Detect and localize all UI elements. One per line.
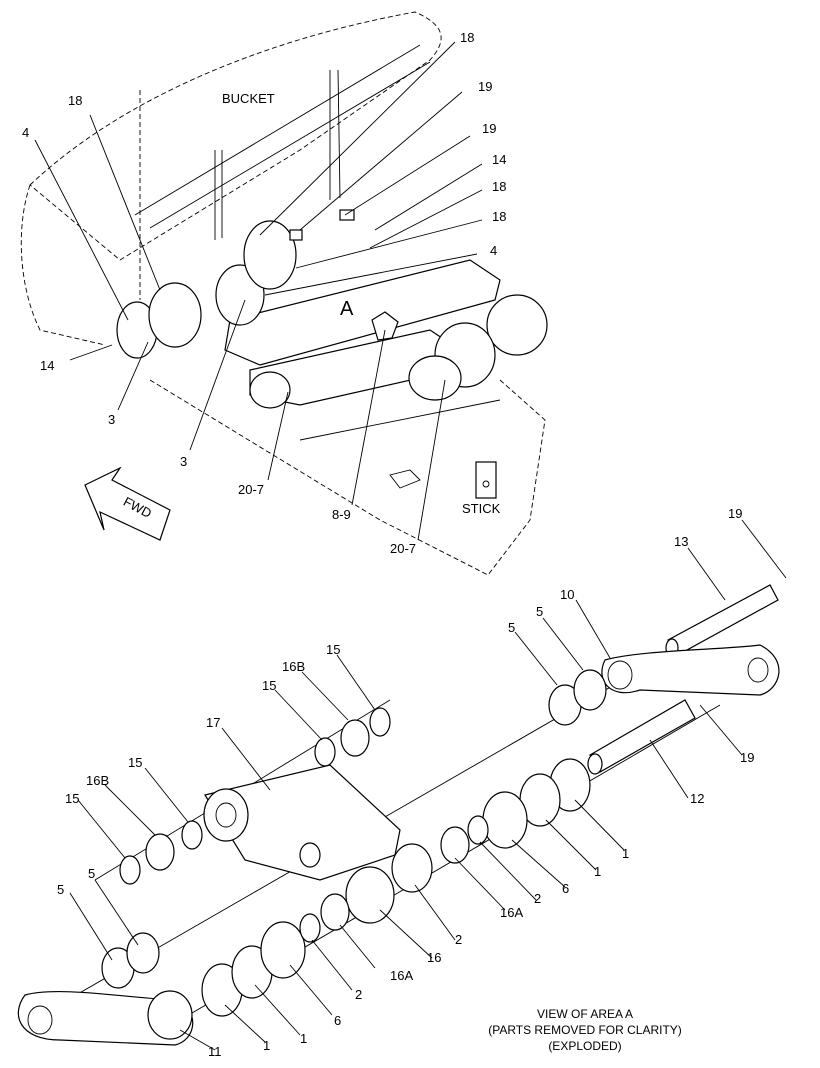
callout-5-d: 5 [57, 882, 64, 897]
callout-3-b: 3 [180, 454, 187, 469]
lower-labels: 19 13 10 5 5 15 16B 15 17 15 16B 15 19 1… [57, 506, 754, 1059]
fitting-b [339, 209, 355, 221]
caption-line-2: (PARTS REMOVED FOR CLARITY) [488, 1023, 682, 1037]
ring-2-c [299, 913, 321, 943]
caption-line-1: VIEW OF AREA A [537, 1007, 633, 1021]
fitting-c [289, 229, 303, 241]
link-17 [204, 764, 401, 881]
callout-4-b: 4 [22, 125, 29, 140]
callout-15-d: 15 [65, 791, 79, 806]
bucket-label: BUCKET [222, 91, 275, 106]
bushing-16 [345, 866, 395, 924]
lower-leaders [69, 519, 787, 1051]
area-label: A [340, 298, 354, 320]
callout-19-b: 19 [482, 121, 496, 136]
upper-leaders [34, 41, 483, 541]
upper-labels: BUCKET STICK A 18 18 19 19 14 18 18 4 4 … [22, 30, 506, 556]
callout-5-c: 5 [88, 866, 95, 881]
pin-end-left [249, 371, 291, 409]
callout-15-b: 15 [262, 678, 276, 693]
callout-1-a: 1 [622, 846, 629, 861]
callout-8-9: 8-9 [332, 507, 351, 522]
exploded-parts [17, 584, 780, 1046]
callout-18-d: 18 [492, 209, 506, 224]
stick-label: STICK [462, 501, 501, 516]
callout-5-a: 5 [536, 604, 543, 619]
ring-15-c [181, 820, 203, 850]
callout-2-c: 2 [355, 987, 362, 1002]
plate-6-b [260, 921, 306, 979]
seal-left [148, 282, 202, 348]
roller-right [486, 294, 548, 356]
ring-2-b [391, 843, 433, 893]
seal-mid [243, 220, 297, 290]
callout-18-b: 18 [68, 93, 82, 108]
bushing-16A-b [320, 893, 350, 931]
callout-20-7-b: 20-7 [390, 541, 416, 556]
callout-13: 13 [674, 534, 688, 549]
fitting-a [371, 311, 399, 341]
callout-18-c: 18 [492, 179, 506, 194]
callout-14-a: 14 [492, 152, 506, 167]
ring-2-a [467, 815, 489, 845]
callout-6-a: 6 [562, 881, 569, 896]
caption: VIEW OF AREA A (PARTS REMOVED FOR CLARIT… [488, 1007, 682, 1053]
callout-1-b: 1 [594, 864, 601, 879]
bushing-16B-b [145, 833, 175, 871]
callout-15-a: 15 [326, 642, 340, 657]
bushing-16A-a [440, 826, 470, 864]
ring-15-d [119, 855, 141, 885]
callout-5-b: 5 [508, 620, 515, 635]
stick-outline [149, 379, 546, 576]
callout-20-7-a: 20-7 [238, 482, 264, 497]
callout-10: 10 [560, 587, 574, 602]
stick-block [475, 461, 497, 499]
bucket-outline [20, 11, 442, 346]
washer-5-d [126, 932, 160, 974]
link-10 [601, 644, 780, 696]
washer-5-b [573, 669, 607, 711]
pin-end [408, 355, 462, 401]
callout-17: 17 [206, 715, 220, 730]
callout-1-c: 1 [300, 1031, 307, 1046]
callout-3-a: 3 [108, 412, 115, 427]
ring-15-b [314, 737, 336, 767]
callout-16B-a: 16B [282, 659, 305, 674]
link-11 [17, 990, 194, 1046]
callout-16A-b: 16A [390, 968, 413, 983]
ring-15-a [369, 707, 391, 737]
callout-19-c: 19 [728, 506, 742, 521]
pin-12 [589, 699, 696, 773]
callout-19-d: 19 [740, 750, 754, 765]
callout-6-b: 6 [334, 1013, 341, 1028]
upper-linkage [116, 209, 548, 409]
callout-4-a: 4 [490, 243, 497, 258]
callout-16B-b: 16B [86, 773, 109, 788]
callout-19-a: 19 [478, 79, 492, 94]
callout-1-d: 1 [263, 1038, 270, 1053]
callout-2-b: 2 [455, 932, 462, 947]
caption-line-3: (EXPLODED) [548, 1039, 621, 1053]
callout-16A-a: 16A [500, 905, 523, 920]
bushing-16B-a [340, 719, 370, 757]
fwd-arrow: FWD [84, 466, 171, 541]
plate-6-a [482, 791, 528, 849]
callout-2-a: 2 [534, 891, 541, 906]
callout-16: 16 [427, 950, 441, 965]
callout-15-c: 15 [128, 755, 142, 770]
callout-12: 12 [690, 791, 704, 806]
callout-11: 11 [208, 1044, 222, 1059]
callout-14-b: 14 [40, 358, 54, 373]
callout-18-a: 18 [460, 30, 474, 45]
